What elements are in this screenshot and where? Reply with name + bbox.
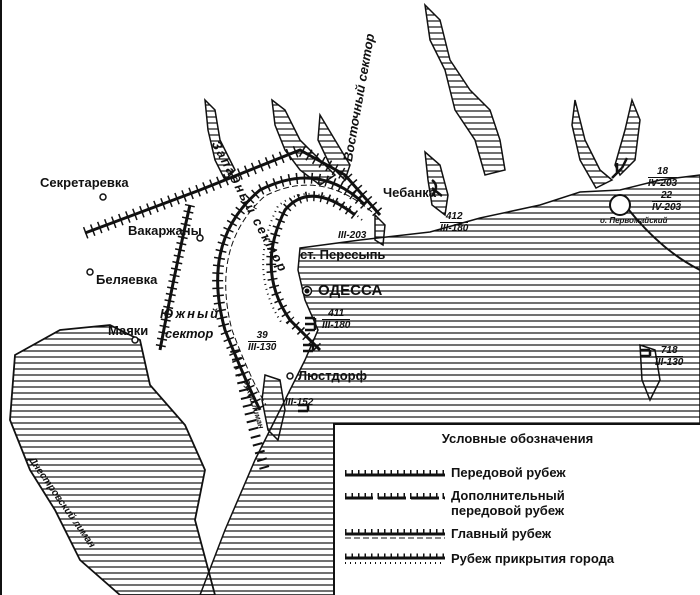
legend-item-additional: Дополнительный передовой рубеж <box>345 488 621 518</box>
place-sekretarevka: Секретаревка <box>40 175 129 190</box>
place-pervomaisky: о. Первомайский <box>600 216 668 225</box>
place-odessa: ОДЕССА <box>318 282 383 299</box>
unit-label: III-152 <box>285 397 314 408</box>
legend-item-forward: Передовой рубеж <box>345 465 566 480</box>
sector-south-line1: Южный <box>160 306 221 321</box>
place-lustdorf: Люстдорф <box>298 368 367 383</box>
city-cover-line <box>262 191 363 354</box>
additional-forward-line <box>155 203 270 472</box>
legend-item-cover: Рубеж прикрытия города <box>345 551 614 566</box>
cover-line-symbol <box>345 553 445 564</box>
pervomaisky-spit <box>624 204 700 271</box>
main-line <box>212 172 373 413</box>
place-vakarzhany: Вакаржаны <box>128 223 202 238</box>
sector-south-line2: сектор <box>165 326 214 341</box>
additional-line-symbol <box>345 493 445 500</box>
legend: Условные обозначения Передовой рубеж Доп… <box>333 423 700 595</box>
battery-icons <box>298 157 652 413</box>
unit-label: III-203 <box>338 230 367 241</box>
place-chebanka: Чебанка <box>383 185 437 200</box>
legend-title: Условные обозначения <box>441 431 594 446</box>
place-belyaevka: Беляевка <box>96 272 158 287</box>
settlement-markers <box>86 193 313 380</box>
main-line-symbol <box>345 529 445 539</box>
place-peresyp: ст. Пересыпь <box>300 247 386 262</box>
legend-item-main: Главный рубеж <box>345 526 551 541</box>
dniester-liman <box>9 324 216 595</box>
forward-line <box>82 143 385 239</box>
pervomaisky-fort-icon <box>609 194 631 216</box>
forward-line-symbol <box>345 470 445 477</box>
place-mayaki: Маяки <box>108 323 149 338</box>
